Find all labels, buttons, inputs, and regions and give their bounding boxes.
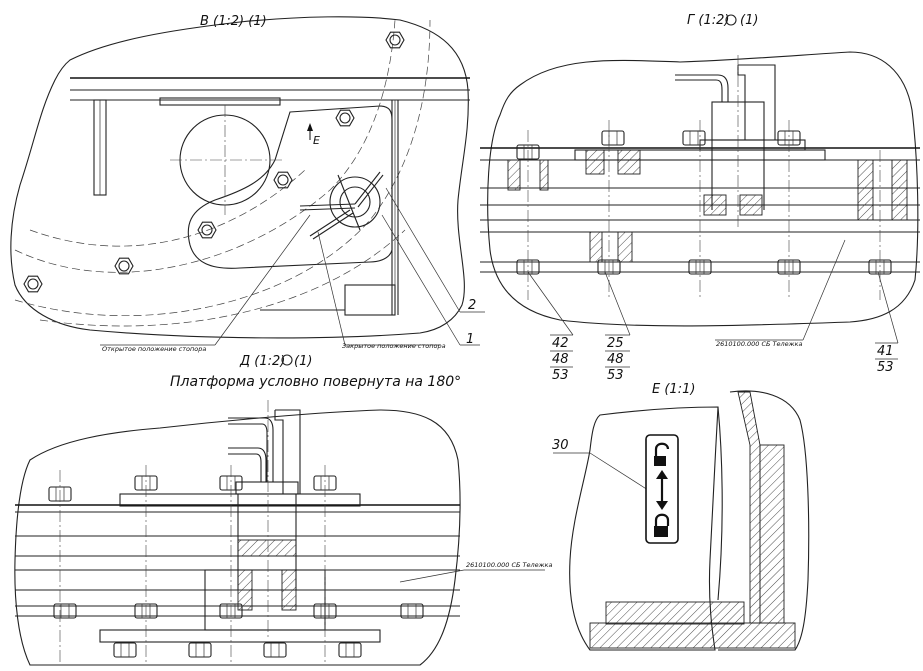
callout-1: 1 xyxy=(466,332,474,347)
view-g-title-suffix: (1) xyxy=(740,13,758,28)
stack-a-0: 42 xyxy=(552,336,569,351)
view-e xyxy=(553,390,810,651)
lock-icon xyxy=(654,513,670,537)
double-arrow-icon xyxy=(656,470,668,510)
stack-a-2: 53 xyxy=(552,368,569,383)
view-g xyxy=(480,51,920,368)
stack-c-0: 41 xyxy=(877,344,894,359)
view-d-title-suffix: (1) xyxy=(294,354,312,369)
lock-sign xyxy=(645,434,679,544)
stack-a-1: 48 xyxy=(552,352,569,367)
stack-b-0: 25 xyxy=(607,336,624,351)
assembly-label-d: 2610100.000 СБ Тележка xyxy=(466,561,552,569)
view-d xyxy=(14,400,545,666)
stack-c-1: 53 xyxy=(877,360,894,375)
rotation-symbol-d xyxy=(281,354,293,366)
view-g-title: Г (1:2) xyxy=(687,13,729,28)
open-stop-label: Открытое положение стопора xyxy=(102,345,206,353)
unlock-icon xyxy=(654,442,670,466)
stack-b-2: 53 xyxy=(607,368,624,383)
rotation-symbol-g xyxy=(725,14,737,26)
view-d-subtitle: Платформа условно повернута на 180° xyxy=(170,374,461,390)
view-e-title: Е (1:1) xyxy=(652,382,695,397)
view-d-title: Д (1:2) xyxy=(239,354,285,369)
direction-e-label: Е xyxy=(313,134,320,147)
callout-30: 30 xyxy=(552,438,569,453)
callout-2: 2 xyxy=(468,298,476,313)
view-b xyxy=(10,16,485,346)
closed-stop-label: Закрытое положение стопора xyxy=(342,342,446,350)
view-b-title: В (1:2) (1) xyxy=(200,14,267,29)
stack-b-1: 48 xyxy=(607,352,624,367)
assembly-label-g: 2610100.000 СБ Тележка xyxy=(716,340,802,348)
